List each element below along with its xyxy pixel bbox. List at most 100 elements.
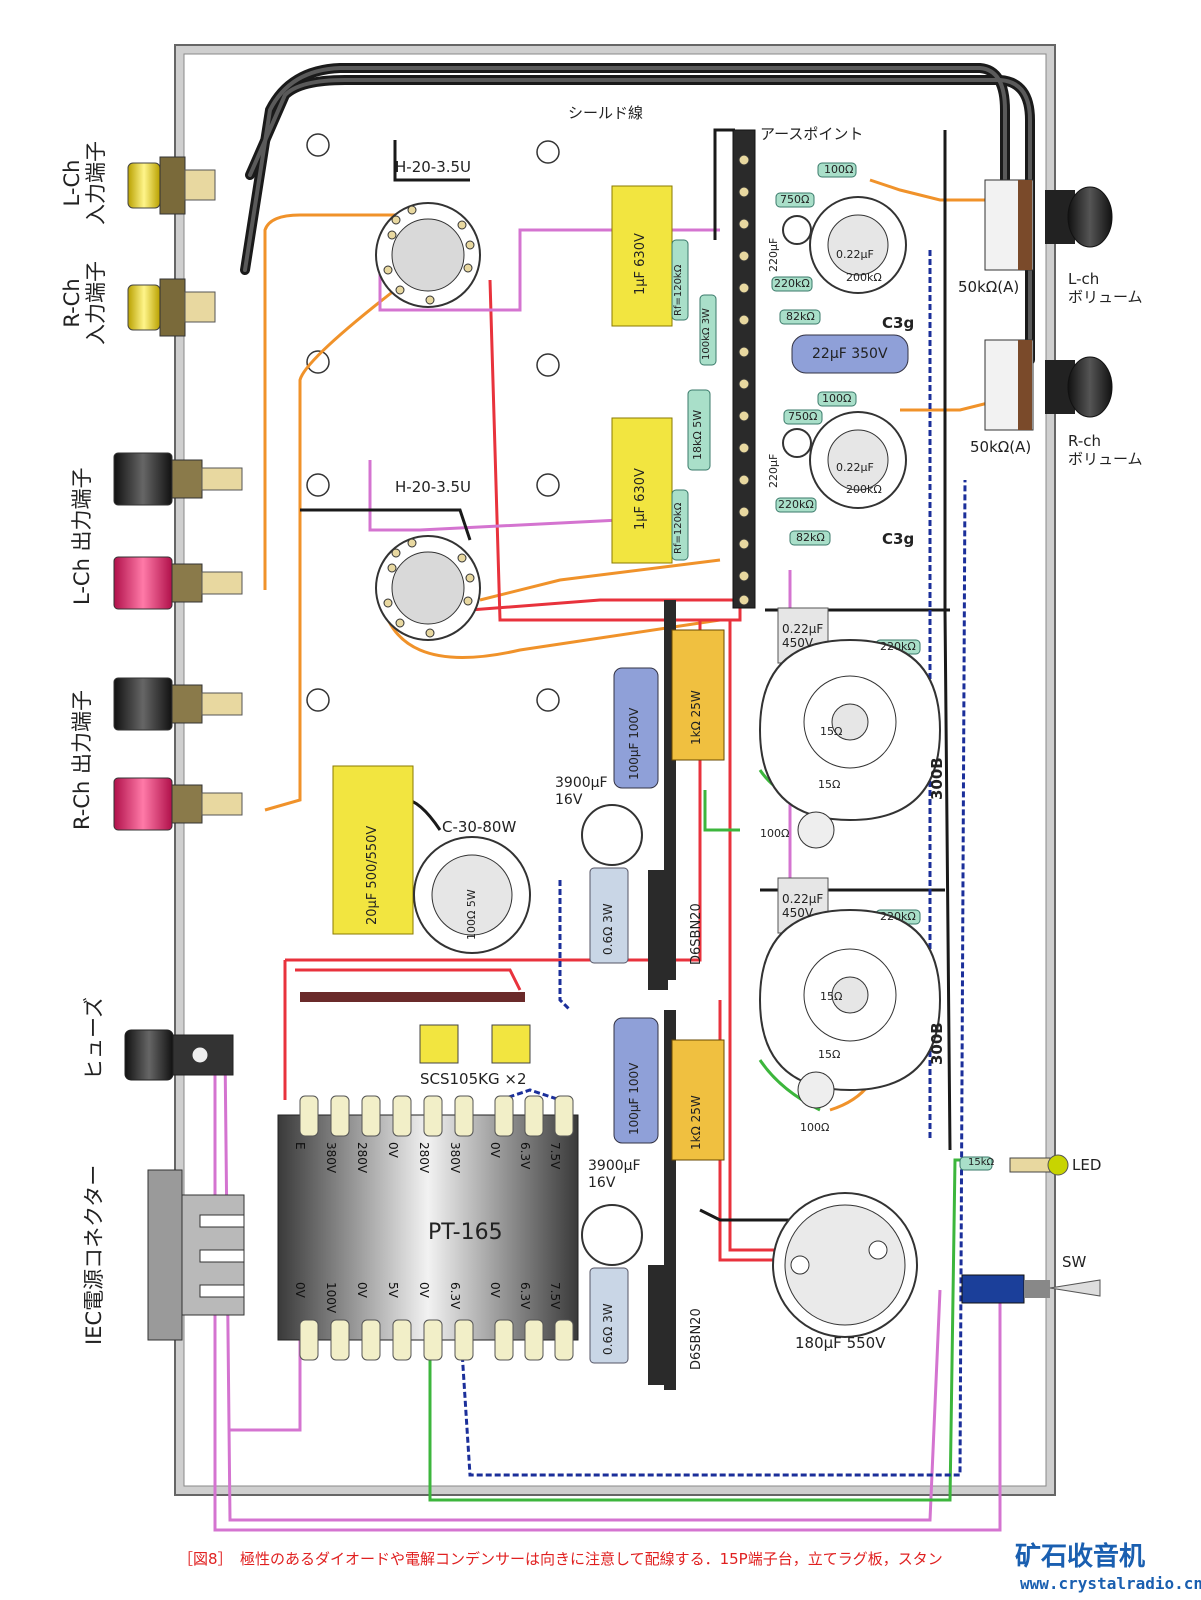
c3g-socket-bottom: [809, 411, 907, 509]
r-100-hum-bot: 100Ω: [800, 1121, 830, 1134]
fuse-label: ヒューズ: [82, 997, 106, 1080]
r-1k25w-bot: 1kΩ 25W: [689, 1095, 703, 1150]
transformer-tap-label: 0V: [488, 1282, 502, 1298]
led-indicator: [1009, 1154, 1069, 1176]
volume-pot-bottom: [984, 339, 1113, 431]
led-label: LED: [1072, 1156, 1102, 1174]
r-06-bot: 0.6Ω 3W: [601, 1303, 615, 1355]
r-220k-300b-bot: 220kΩ: [880, 910, 916, 923]
transformer-tap-label: 0V: [355, 1282, 369, 1298]
r-120k-bot: Rf=120kΩ: [673, 502, 684, 554]
transformer-tap-label: 0V: [488, 1142, 502, 1158]
transformer-tap-label: 100V: [324, 1282, 338, 1314]
c-1uf-top-label: 1μF 630V: [633, 233, 648, 295]
cap-220uf-bottom: [782, 428, 812, 458]
c-22uf-label: 22μF 350V: [812, 346, 888, 362]
r-18k5w: 18kΩ 5W: [691, 409, 704, 460]
c-20uf-label: 20μF 500/550V: [365, 825, 380, 925]
opt-top-label: H-20-3.5U: [395, 158, 472, 176]
r-100-top: 100Ω: [824, 163, 854, 176]
diode-label: SCS105KG ×2: [420, 1070, 527, 1088]
transformer-tap-label: 7.5V: [548, 1282, 562, 1310]
transformer-lugs: [299, 1095, 574, 1361]
choke-coil: [413, 836, 531, 954]
cap-1uf-top: [611, 185, 673, 327]
rect-bottom-label: D6SBN20: [689, 1308, 704, 1370]
c-220-bot: 220μF: [767, 453, 780, 488]
choke-label: C-30-80W: [442, 818, 517, 836]
volume-pot-top: [984, 179, 1113, 271]
rect-top-label: D6SBN20: [689, 903, 704, 965]
c-100uf-bot: 100μF 100V: [627, 1062, 641, 1135]
r-200k-top: 200kΩ: [846, 271, 882, 284]
r-220k-top: 220kΩ: [774, 277, 810, 290]
rch-output-red-post: [113, 777, 243, 831]
rch-output-black-post: [113, 677, 243, 731]
pot-bottom-label: 50kΩ(A): [970, 438, 1032, 456]
transformer-tap-label: 6.3V: [448, 1282, 462, 1310]
figure-caption: ［図8］ 極性のあるダイオードや電解コンデンサーは向きに注意して配線する．15P…: [178, 1550, 943, 1568]
r-15-c: 15Ω: [820, 990, 843, 1003]
c3g-bottom-label: C3g: [882, 530, 915, 548]
output-transformer-top: [375, 202, 481, 308]
cap-20uf: [332, 765, 414, 935]
r-15-a: 15Ω: [820, 725, 843, 738]
block-cap-label: 180μF 550V: [795, 1334, 886, 1352]
r-82k-top: 82kΩ: [786, 310, 815, 323]
lch-input-jack: [127, 156, 216, 215]
shield-wire-label: シールド線: [568, 104, 644, 122]
rch-input-label: R-Ch 入力端子: [60, 261, 109, 345]
transformer-tap-label: 6.3V: [518, 1282, 532, 1310]
socket-300b-bottom: [758, 908, 942, 1109]
terminal-strip: [732, 129, 756, 609]
iec-label: IEC電源コネクター: [82, 1164, 106, 1345]
transformer-tap-label: 0V: [417, 1282, 431, 1298]
watermark-url: www.crystalradio.cn: [1020, 1574, 1201, 1593]
transformer-tap-label: 6.3V: [518, 1142, 532, 1170]
r-15k: 15kΩ: [968, 1157, 995, 1168]
c-220-top: 220μF: [767, 237, 780, 272]
lch-output-black-post: [113, 452, 243, 506]
lch-output-label: L-Ch 出力端子: [70, 467, 94, 605]
transformer-tap-label: 280V: [355, 1142, 369, 1174]
r-1k25w-top: 1kΩ 25W: [689, 690, 703, 745]
opt-bottom-label: H-20-3.5U: [395, 478, 472, 496]
lch-volume-label: L-ch ボリューム: [1068, 270, 1143, 306]
block-cap-180uf: [772, 1192, 918, 1338]
earth-point-label: アースポイント: [760, 125, 864, 143]
transformer-tap-label: 0V: [386, 1142, 400, 1158]
c-022-bot: 0.22μF: [836, 461, 874, 474]
c-022-top: 0.22μF: [836, 248, 874, 261]
bridge-rectifier-top: [648, 870, 668, 990]
cap-3900-bottom-label: 3900μF 16V: [588, 1158, 641, 1191]
r-15-b: 15Ω: [818, 778, 841, 791]
r-220k-bot: 220kΩ: [778, 498, 814, 511]
watermark-brand: 矿石收音机: [1015, 1542, 1146, 1572]
sw-label: SW: [1062, 1253, 1087, 1271]
300b-bottom-label: 300B: [928, 1022, 946, 1065]
c-1uf-bottom-label: 1μF 630V: [633, 468, 648, 530]
cap-220uf-top: [782, 215, 812, 245]
cap-3900uf-bottom: [581, 1204, 643, 1266]
transformer-tap-label: 380V: [448, 1142, 462, 1174]
c3g-top-label: C3g: [882, 314, 915, 332]
fuse-holder: [124, 1029, 234, 1081]
screw-icon: [306, 133, 560, 712]
lch-input-label: L-Ch 入力端子: [60, 141, 109, 225]
output-transformer-bottom: [375, 535, 481, 641]
cap-100uf-top: [613, 667, 659, 789]
r-100-5w-label: 100Ω 5W: [465, 889, 478, 940]
r-120k-top: Rf=120kΩ: [673, 264, 684, 316]
diode-2: [491, 1024, 531, 1064]
transformer-tap-label: E: [293, 1142, 307, 1150]
r-100-bot: 100Ω: [822, 392, 852, 405]
r-15-d: 15Ω: [818, 1048, 841, 1061]
r-750-bot: 750Ω: [788, 410, 818, 423]
diode-lug-strip: [300, 992, 525, 1002]
res-1k25w-bottom: [671, 1039, 725, 1161]
transformer-tap-label: 0V: [293, 1282, 307, 1298]
power-switch: [961, 1274, 1101, 1304]
transformer-tap-label: 380V: [324, 1142, 338, 1174]
